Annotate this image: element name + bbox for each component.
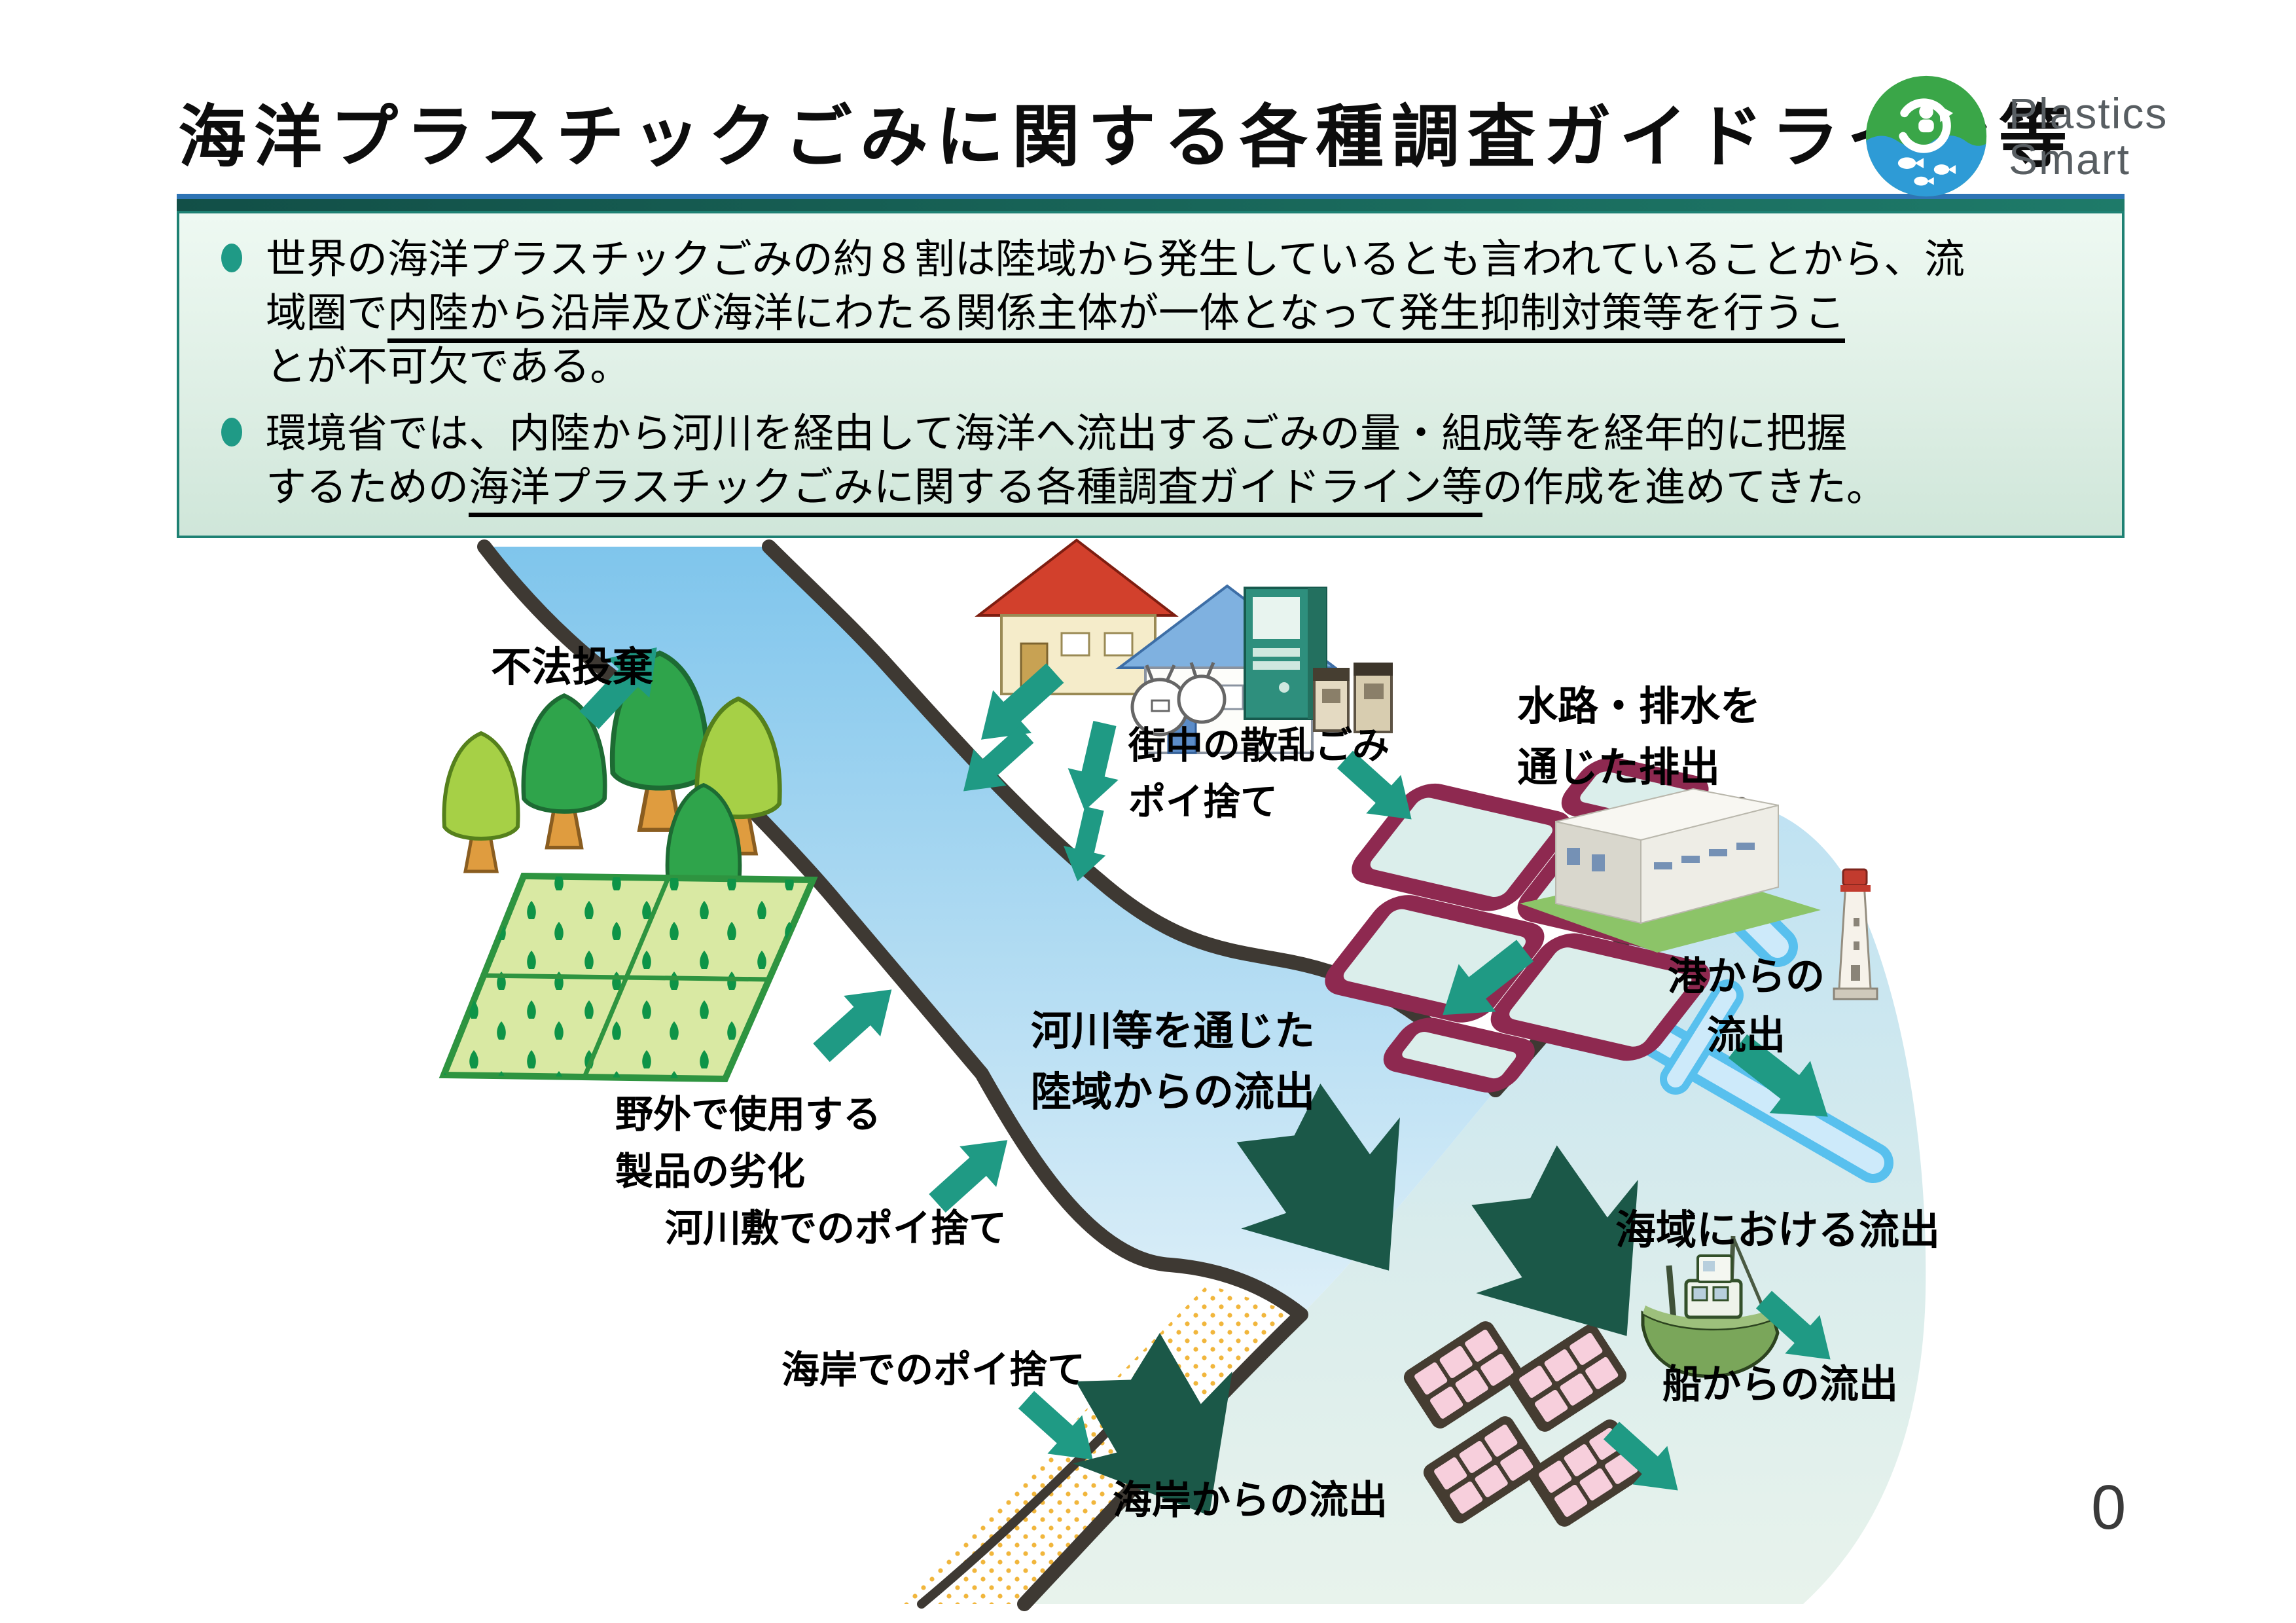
factory-icon xyxy=(1520,788,1821,953)
bullet-marker xyxy=(221,418,242,447)
diagram-label-drainage-discharge: 水路・排水を通じた排出 xyxy=(1517,684,1761,790)
diagram-label-illegal-dumping: 不法投棄 xyxy=(491,645,653,690)
bullet-text: 環境省では、内陸から河川を経由して海洋へ流出するごみの量・組成等を経年的に把握す… xyxy=(266,407,1887,517)
page-number: 0 xyxy=(2091,1472,2126,1542)
bullet-list: 世界の海洋プラスチックごみの約８割は陸域から発生しているとも言われていることから… xyxy=(179,213,2122,517)
bullet-marker xyxy=(221,244,242,272)
title-rule-teal xyxy=(177,199,2125,211)
diagram-label-riverbed-litter: 河川敷でのポイ捨て xyxy=(665,1207,1007,1250)
summary-box: 世界の海洋プラスチックごみの約８割は陸域から発生しているとも言われていることから… xyxy=(177,211,2125,538)
title-rule-blue xyxy=(177,194,2125,199)
fishing-boat-icon xyxy=(1641,1235,1780,1378)
logo-text-line2: Smart xyxy=(2009,134,2131,183)
lighthouse-icon xyxy=(1833,868,1878,1000)
farm-fields-icon xyxy=(439,872,818,1083)
diagram-label-river-outflow: 河川等を通じた陸域からの流出 xyxy=(1031,1009,1315,1115)
plastics-smart-logo-icon xyxy=(1865,75,1987,196)
diagram-label-coast-outflow: 海岸からの流出 xyxy=(1113,1478,1388,1522)
diagram-label-coast-litter: 海岸でのポイ捨て xyxy=(781,1349,1085,1391)
diagram-label-city-litter: 街中の散乱ごみポイ捨て xyxy=(1128,725,1390,823)
vending-machine-icon xyxy=(1244,587,1327,720)
page-title: 海洋プラスチックごみに関する各種調査ガイドライン等 xyxy=(178,100,2075,175)
recycle-bins-icon xyxy=(1313,663,1393,733)
bullet-item: 世界の海洋プラスチックごみの約８割は陸域から発生しているとも言われていることから… xyxy=(221,233,2092,394)
diagram-label-port-outflow: 港からの流出 xyxy=(1668,955,1825,1057)
diagram-label-ship-outflow: 船からの流出 xyxy=(1662,1362,1898,1406)
diagram-label-outdoor-products: 野外で使用する製品の劣化 xyxy=(615,1093,881,1193)
sea-area xyxy=(1024,804,1926,1604)
diagram-label-sea-outflow: 海域における流出 xyxy=(1615,1208,1940,1253)
garbage-bags-icon xyxy=(1130,662,1227,737)
logo-text-line1: Plastics xyxy=(2009,88,2168,137)
bullet-text: 世界の海洋プラスチックごみの約８割は陸域から発生しているとも言われていることから… xyxy=(266,237,1965,390)
plastics-smart-logo: Plastics Smart xyxy=(1862,65,2255,206)
bullet-item: 環境省では、内陸から河川を経由して海洋へ流出するごみの量・組成等を経年的に把握す… xyxy=(221,407,2092,517)
